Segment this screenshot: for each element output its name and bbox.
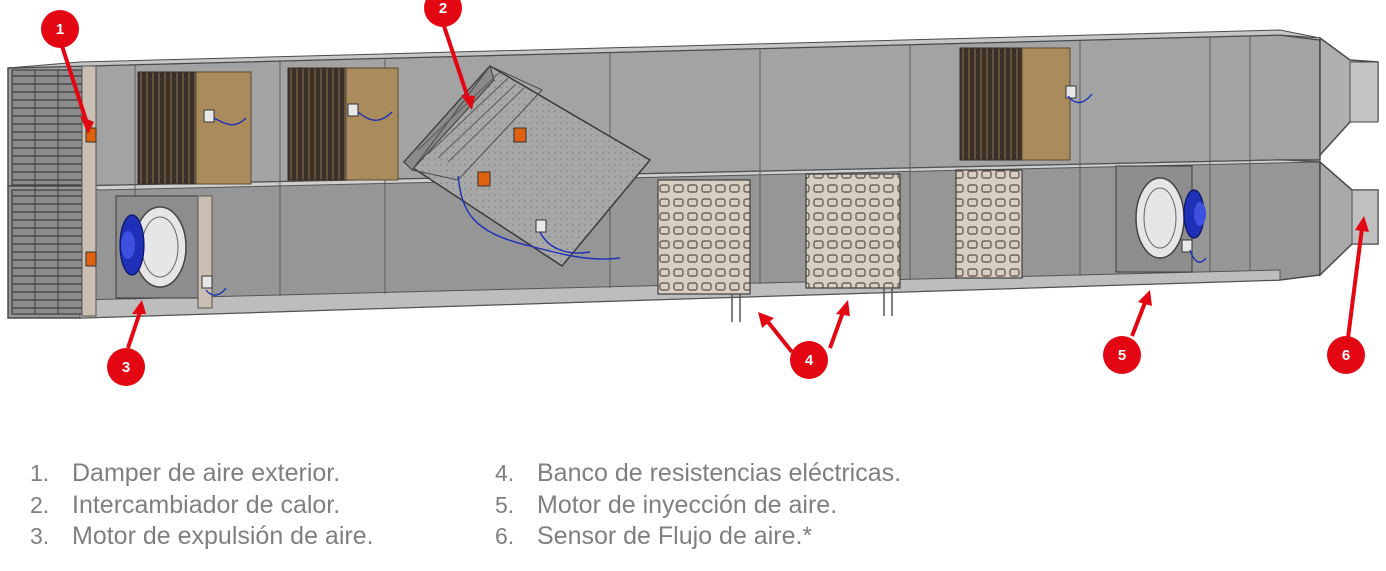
coil-bank <box>955 169 1023 279</box>
actuator-icon <box>513 127 527 143</box>
exhaust-fan <box>115 195 227 309</box>
svg-text:4: 4 <box>805 352 814 369</box>
legend-item-4: 4. Banco de resistencias eléctricas. <box>495 458 901 490</box>
legend-text: Banco de resistencias eléctricas. <box>537 459 902 487</box>
legend-item-5: 5. Motor de inyección de aire. <box>495 490 901 522</box>
callout-badge-3: 3 <box>107 348 145 386</box>
legend-item-6: 6. Sensor de Flujo de aire.* <box>495 521 901 553</box>
svg-text:6: 6 <box>1342 347 1350 364</box>
legend-text: Damper de aire exterior. <box>72 459 341 487</box>
outlet-transitions <box>1319 36 1379 277</box>
legend-number: 4. <box>495 460 515 486</box>
filter-bank-1 <box>137 71 252 185</box>
actuator-icon <box>477 171 491 187</box>
legend-column-1: 1. Damper de aire exterior. 2. Intercamb… <box>30 458 374 553</box>
legend-item-3: 3. Motor de expulsión de aire. <box>30 521 374 553</box>
svg-text:2: 2 <box>439 0 447 17</box>
svg-text:5: 5 <box>1118 347 1126 364</box>
callout-badge-2: 2 <box>424 0 462 27</box>
legend-number: 6. <box>495 523 515 549</box>
air-handling-unit-diagram: 1 2 3 4 5 6 <box>7 0 1379 386</box>
legend-item-2: 2. Intercambiador de calor. <box>30 490 374 522</box>
callout-badge-4: 4 <box>790 341 828 379</box>
legend-column-2: 4. Banco de resistencias eléctricas. 5. … <box>495 458 901 553</box>
legend-text: Motor de expulsión de aire. <box>72 522 374 550</box>
electric-heater-bank-2 <box>805 173 901 316</box>
legend-number: 5. <box>495 491 515 518</box>
outdoor-air-damper <box>11 65 97 317</box>
supply-fan <box>1115 165 1207 273</box>
filter-bank-3 <box>959 47 1093 161</box>
svg-text:3: 3 <box>122 359 130 376</box>
legend-text: Motor de inyección de aire. <box>537 490 838 519</box>
heat-exchanger <box>402 64 652 267</box>
legend-number: 3. <box>30 523 50 549</box>
callout-badge-5: 5 <box>1103 336 1141 374</box>
damper-actuator-icon <box>85 251 97 267</box>
legend-item-1: 1. Damper de aire exterior. <box>30 458 374 490</box>
callout-arrows <box>60 25 1369 354</box>
legend-text: Intercambiador de calor. <box>72 490 341 519</box>
electric-heater-bank-1 <box>657 179 751 322</box>
legend-number: 2. <box>30 491 50 518</box>
callout-badge-6: 6 <box>1327 336 1365 374</box>
callout-badge-1: 1 <box>41 10 79 48</box>
legend-text: Sensor de Flujo de aire.* <box>537 522 813 550</box>
legend-number: 1. <box>30 460 50 486</box>
filter-bank-2 <box>287 67 399 181</box>
svg-text:1: 1 <box>56 21 64 38</box>
